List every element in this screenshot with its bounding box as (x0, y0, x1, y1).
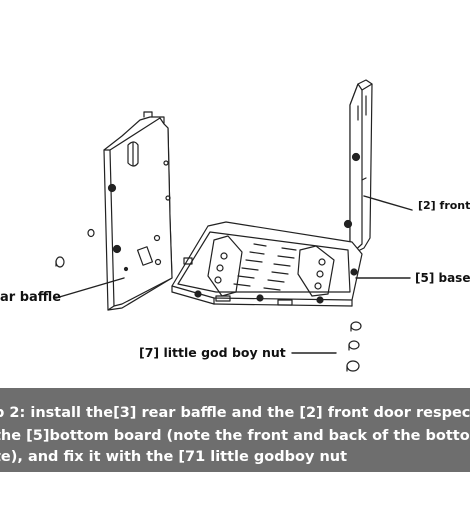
loose-nuts-left (55, 228, 95, 268)
label-front-door: [2] front d (418, 199, 470, 212)
front-door-panel (343, 79, 373, 256)
bottom-board (171, 221, 363, 307)
assembly-diagram (55, 79, 413, 372)
caption-line-2: the [5]bottom board (note the front and … (0, 428, 470, 444)
rear-baffle-panel (103, 111, 173, 311)
caption-line-3: te), and fix it with the [71 little godb… (0, 449, 348, 465)
label-rear-baffle: ar baffle (0, 290, 62, 305)
label-base: [5] base (415, 271, 470, 285)
caption-line-1: p 2: install the[3] rear baffle and the … (0, 405, 470, 421)
instruction-caption: p 2: install the[3] rear baffle and the … (0, 388, 470, 472)
label-little-god-boy-nut: [7] little god boy nut (139, 345, 286, 360)
leader-lines (55, 195, 413, 354)
loose-nuts-right (346, 321, 362, 372)
